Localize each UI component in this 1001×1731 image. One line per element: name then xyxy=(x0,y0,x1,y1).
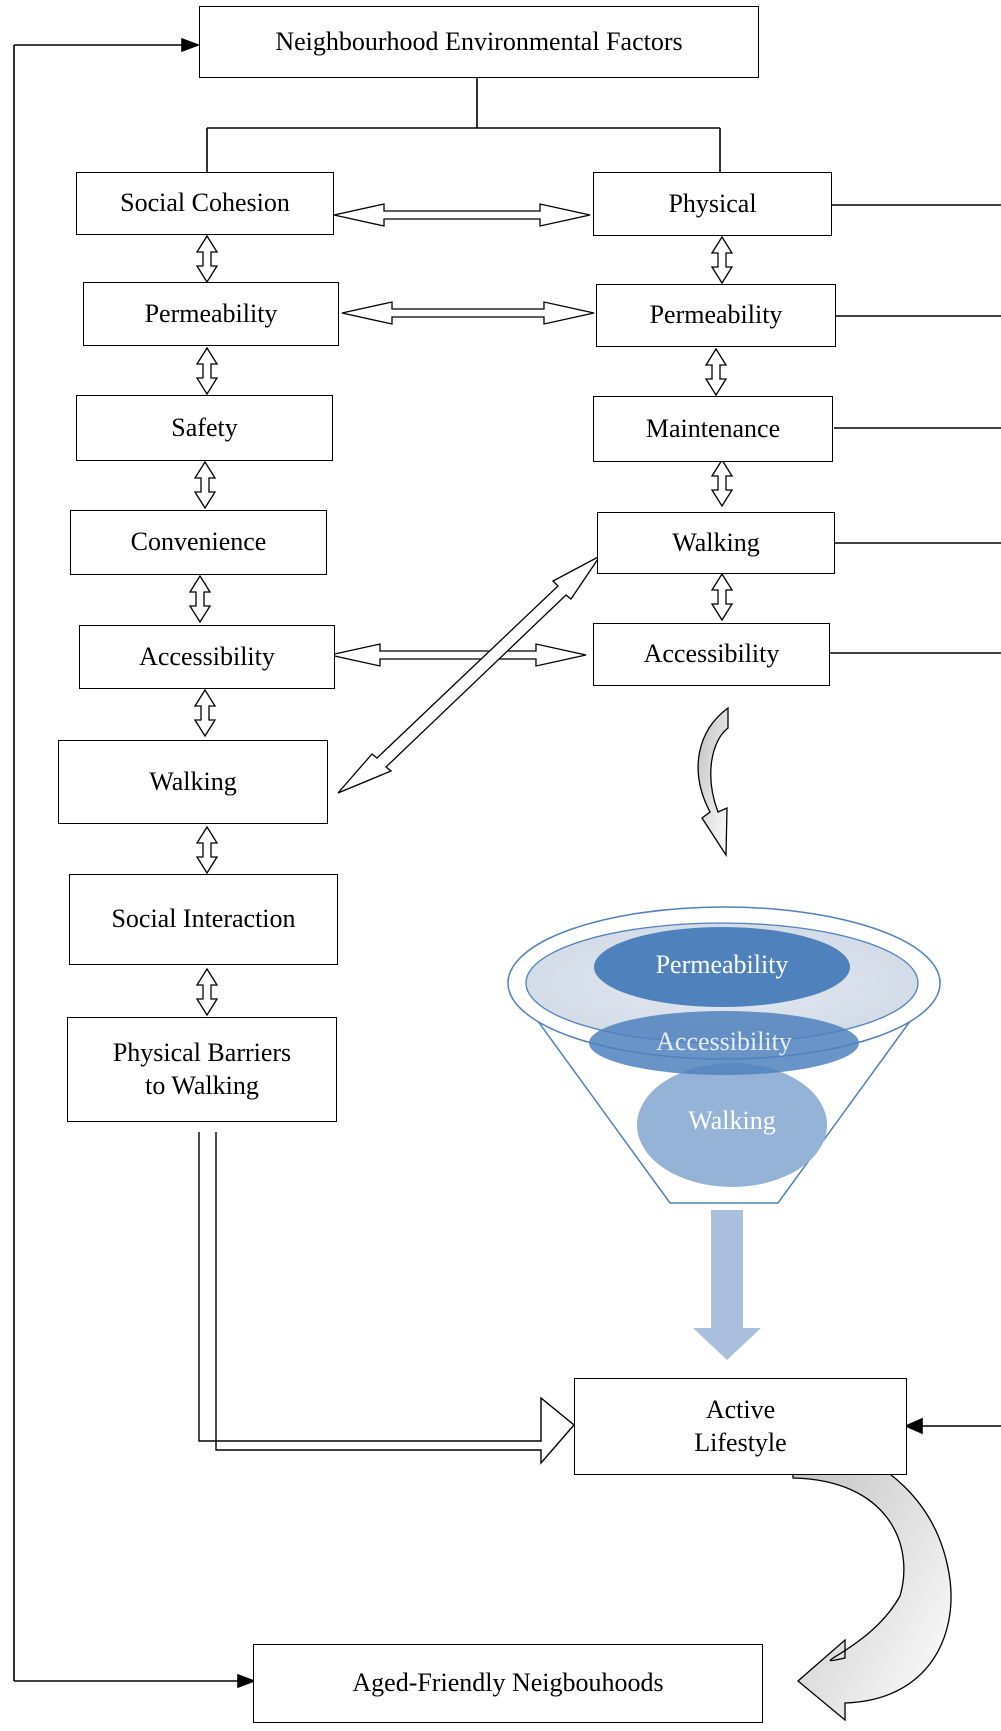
convenience-box: Convenience xyxy=(70,510,327,575)
double-arrow-v-left5 xyxy=(193,688,217,738)
aged-friendly-label: Aged-Friendly Neigbouhoods xyxy=(352,1668,664,1698)
active-lifestyle-label: Active Lifestyle xyxy=(694,1395,787,1457)
double-arrow-h1 xyxy=(333,203,591,227)
right-walking-box: Walking xyxy=(597,512,835,574)
funnel-label-permeability: Permeability xyxy=(655,950,789,979)
right-permeability-box: Permeability xyxy=(596,284,836,347)
double-arrow-v-right4 xyxy=(710,572,734,622)
double-arrow-v-left4 xyxy=(188,574,212,624)
left-permeability-label: Permeability xyxy=(144,298,278,328)
aged-friendly-box: Aged-Friendly Neigbouhoods xyxy=(253,1644,763,1723)
tree-connector xyxy=(206,77,721,172)
physical-label: Physical xyxy=(668,188,757,218)
social-interaction-label: Social Interaction xyxy=(111,904,296,934)
active-lifestyle-box: Active Lifestyle xyxy=(574,1378,907,1475)
social-cohesion-box: Social Cohesion xyxy=(76,172,334,235)
safety-box: Safety xyxy=(76,395,333,461)
right-walking-label: Walking xyxy=(672,527,760,557)
right-accessibility-box: Accessibility xyxy=(593,623,830,686)
maintenance-box: Maintenance xyxy=(593,396,833,462)
double-arrow-v-right2 xyxy=(704,347,728,397)
funnel-layer-permeability-shape xyxy=(594,927,850,1007)
maintenance-label: Maintenance xyxy=(645,413,781,443)
barriers-to-active-arrow xyxy=(198,1132,576,1465)
convenience-label: Convenience xyxy=(130,527,267,557)
social-cohesion-label: Social Cohesion xyxy=(120,188,290,218)
double-arrow-v-right1 xyxy=(710,235,734,285)
curved-arrow-to-funnel xyxy=(697,706,729,858)
double-arrow-h2 xyxy=(341,301,595,325)
physical-barriers-box: Physical Barriers to Walking xyxy=(67,1017,337,1122)
loop-arrowhead-top xyxy=(181,37,201,53)
neighbourhood-environmental-factors-label: Neighbourhood Environmental Factors xyxy=(275,26,683,56)
loop-arrowhead-bottom xyxy=(237,1673,257,1689)
left-walking-label: Walking xyxy=(149,766,237,796)
left-loop-line xyxy=(13,44,250,1682)
funnel-layer-accessibility-shape xyxy=(589,1011,859,1075)
funnel-label-walking: Walking xyxy=(688,1106,776,1135)
double-arrow-v-left1 xyxy=(195,234,219,284)
double-arrow-v-left7 xyxy=(195,967,219,1017)
funnel-graphic xyxy=(506,906,942,1204)
left-walking-box: Walking xyxy=(58,740,328,824)
physical-barriers-label: Physical Barriers to Walking xyxy=(112,1038,292,1100)
right-permeability-label: Permeability xyxy=(649,300,783,330)
funnel-layer-walking-shape xyxy=(637,1063,827,1187)
neighbourhood-environmental-factors-box: Neighbourhood Environmental Factors xyxy=(199,6,759,78)
right-accessibility-label: Accessibility xyxy=(643,639,780,669)
double-arrow-v-left2 xyxy=(195,346,219,396)
double-arrow-h3 xyxy=(329,643,587,667)
double-arrow-v-left3 xyxy=(193,460,217,510)
double-arrow-diagonal xyxy=(337,555,601,794)
social-interaction-box: Social Interaction xyxy=(69,874,338,965)
double-arrow-v-left6 xyxy=(195,825,219,875)
curved-arrow-to-aged xyxy=(792,1427,952,1722)
left-accessibility-label: Accessibility xyxy=(139,641,275,671)
active-arrowhead xyxy=(904,1417,923,1435)
double-arrow-v-right3 xyxy=(710,458,734,508)
funnel-down-arrow xyxy=(693,1210,761,1360)
funnel-label-accessibility: Accessibility xyxy=(656,1027,792,1056)
physical-box: Physical xyxy=(593,172,832,236)
safety-label: Safety xyxy=(171,412,238,442)
left-permeability-box: Permeability xyxy=(83,282,339,346)
left-accessibility-box: Accessibility xyxy=(79,625,335,689)
